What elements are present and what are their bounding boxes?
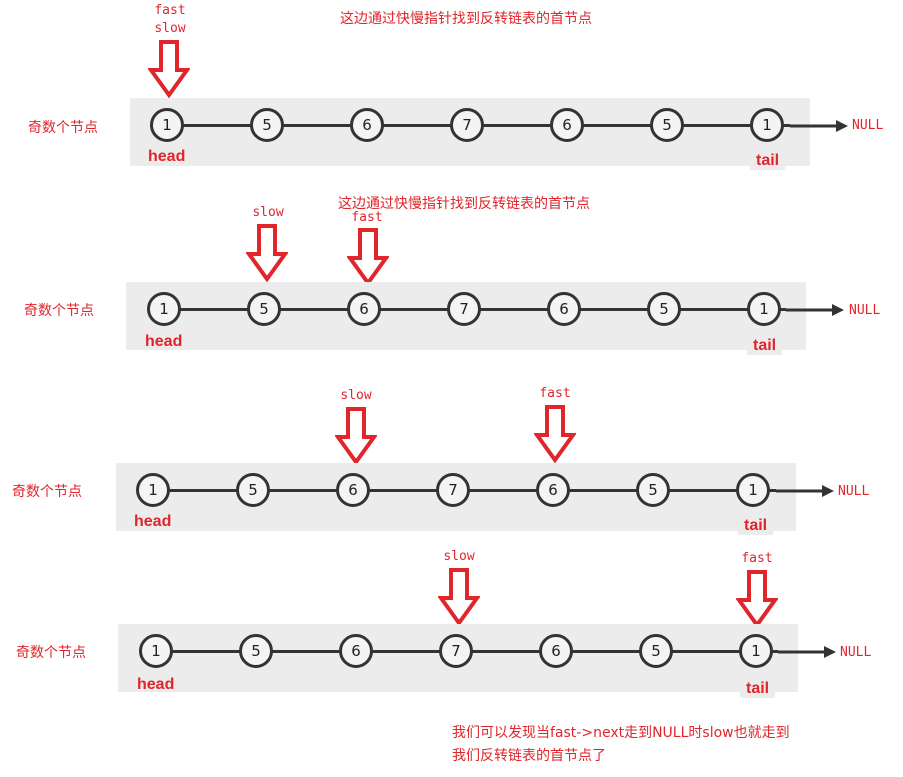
list-node: 6 (347, 292, 381, 326)
list-node: 7 (447, 292, 481, 326)
row-label: 奇数个节点 (16, 645, 86, 661)
diagram-row-2: slow fast 奇数个节点 NULL 1 5 6 7 6 5 1 head … (0, 200, 903, 355)
null-label: NULL (838, 484, 870, 499)
null-label: NULL (849, 303, 881, 318)
tail-label: tail (738, 517, 774, 535)
null-arrow-icon (776, 485, 834, 497)
null-label: NULL (840, 645, 872, 660)
list-node: 6 (539, 634, 573, 668)
null-arrow-icon (778, 646, 836, 658)
list-node: 6 (350, 108, 384, 142)
fast-arrow-icon (534, 405, 576, 463)
list-node: 5 (236, 473, 270, 507)
slow-arrow-icon (335, 407, 377, 465)
fast-pointer-label: fast (741, 551, 773, 566)
list-node: 6 (550, 108, 584, 142)
list-node: 7 (436, 473, 470, 507)
list-node: 7 (450, 108, 484, 142)
slow-arrow-icon (246, 224, 288, 282)
caption-second: 这边通过快慢指针找到反转链表的首节点 (338, 196, 590, 212)
head-label: head (137, 676, 175, 693)
list-node: 6 (339, 634, 373, 668)
tail-label: tail (740, 680, 776, 698)
head-label: head (134, 513, 172, 530)
list-node: 1 (139, 634, 173, 668)
list-node: 5 (650, 108, 684, 142)
fast-pointer-label: fast (351, 210, 383, 225)
fast-arrow-icon (347, 228, 389, 286)
list-node: 7 (439, 634, 473, 668)
null-label: NULL (852, 118, 884, 133)
list-node: 5 (636, 473, 670, 507)
conclusion-note-line-1: 我们可以发现当fast->next走到NULL时slow也就走到 (452, 725, 790, 741)
list-node: 1 (736, 473, 770, 507)
list-node: 1 (747, 292, 781, 326)
slow-arrow-icon (438, 568, 480, 626)
slow-pointer-label: slow (252, 205, 284, 220)
list-node: 1 (739, 634, 773, 668)
conclusion-note-line-2: 我们反转链表的首节点了 (452, 748, 606, 764)
list-node: 5 (239, 634, 273, 668)
list-node: 5 (639, 634, 673, 668)
head-label: head (145, 333, 183, 350)
fast-arrow-icon (736, 570, 778, 628)
diagram-row-3: slow fast 奇数个节点 NULL 1 5 6 7 6 5 1 head … (0, 385, 903, 535)
diagram-row-4: slow fast 奇数个节点 NULL 1 5 6 7 6 5 1 head … (0, 548, 903, 698)
list-node: 6 (536, 473, 570, 507)
list-node: 6 (336, 473, 370, 507)
null-arrow-icon (786, 304, 844, 316)
row-label: 奇数个节点 (28, 120, 98, 136)
list-node: 1 (136, 473, 170, 507)
tail-label: tail (747, 337, 783, 355)
tail-label: tail (750, 152, 786, 170)
head-label: head (148, 148, 186, 165)
slow-pointer-label: slow (154, 21, 186, 36)
list-node: 1 (750, 108, 784, 142)
list-node: 5 (247, 292, 281, 326)
list-node: 1 (150, 108, 184, 142)
diagram-row-1: fast slow 奇数个节点 NULL 1 5 6 7 6 5 1 head … (0, 0, 903, 170)
list-node: 1 (147, 292, 181, 326)
slow-pointer-label: slow (443, 549, 475, 564)
null-arrow-icon (790, 120, 848, 132)
list-node: 5 (250, 108, 284, 142)
fast-pointer-label: fast (539, 386, 571, 401)
fast-pointer-label: fast (154, 3, 186, 18)
row-label: 奇数个节点 (24, 303, 94, 319)
slow-pointer-label: slow (340, 388, 372, 403)
list-node: 5 (647, 292, 681, 326)
row-label: 奇数个节点 (12, 484, 82, 500)
list-node: 6 (547, 292, 581, 326)
caption-top: 这边通过快慢指针找到反转链表的首节点 (340, 11, 592, 27)
slow-fast-arrow-icon (148, 40, 190, 98)
